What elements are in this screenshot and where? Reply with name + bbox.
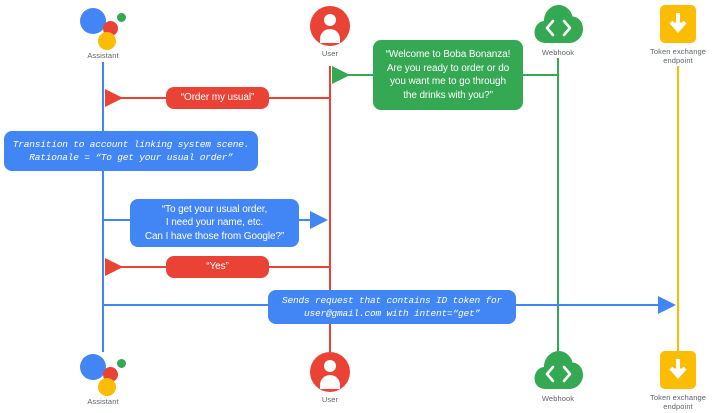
message-sends-request-text: Sends request that contains ID token for… [281,295,503,319]
message-order-my-usual-text: “Order my usual” [180,92,255,104]
actor-user-bottom[interactable]: User [265,352,395,404]
message-welcome[interactable]: “Welcome to Boba Bonanza! Are you ready … [373,40,523,110]
actor-label-endpoint: Token exchange endpoint [649,393,707,411]
google-assistant-icon [77,4,129,50]
message-yes[interactable]: “Yes” [166,256,269,278]
actor-assistant-bottom[interactable]: Assistant [38,350,168,406]
message-sends-request[interactable]: Sends request that contains ID token for… [268,290,516,324]
user-avatar-icon [310,352,350,392]
actor-user-top[interactable]: User [265,6,395,58]
actor-endpoint-top[interactable]: Token exchange endpoint [613,4,725,65]
google-assistant-icon [77,350,129,396]
actor-label-webhook: Webhook [541,48,575,57]
actor-label-webhook: Webhook [541,394,575,403]
actor-webhook-bottom[interactable]: Webhook [493,349,623,403]
message-transition-scene[interactable]: Transition to account linking system sce… [4,131,258,171]
message-consent-request[interactable]: “To get your usual order, I need your na… [130,199,299,247]
message-order-my-usual[interactable]: “Order my usual” [166,87,269,109]
message-consent-request-text: “To get your usual order, I need your na… [144,203,285,242]
actor-label-assistant: Assistant [87,51,119,60]
actor-assistant-top[interactable]: Assistant [38,4,168,60]
cloud-code-icon [532,349,584,391]
message-yes-text: “Yes” [206,261,229,273]
actor-webhook-top[interactable]: Webhook [493,3,623,57]
cloud-code-icon [532,3,584,45]
download-box-icon [659,350,697,390]
message-welcome-text: “Welcome to Boba Bonanza! Are you ready … [385,49,511,101]
download-box-icon [659,4,697,44]
actor-label-assistant: Assistant [87,397,119,406]
actor-endpoint-bottom[interactable]: Token exchange endpoint [613,350,725,411]
actor-label-user: User [321,49,339,58]
message-transition-scene-text: Transition to account linking system sce… [12,139,250,163]
actor-label-endpoint: Token exchange endpoint [649,47,707,65]
user-avatar-icon [310,6,350,46]
actor-label-user: User [321,395,339,404]
